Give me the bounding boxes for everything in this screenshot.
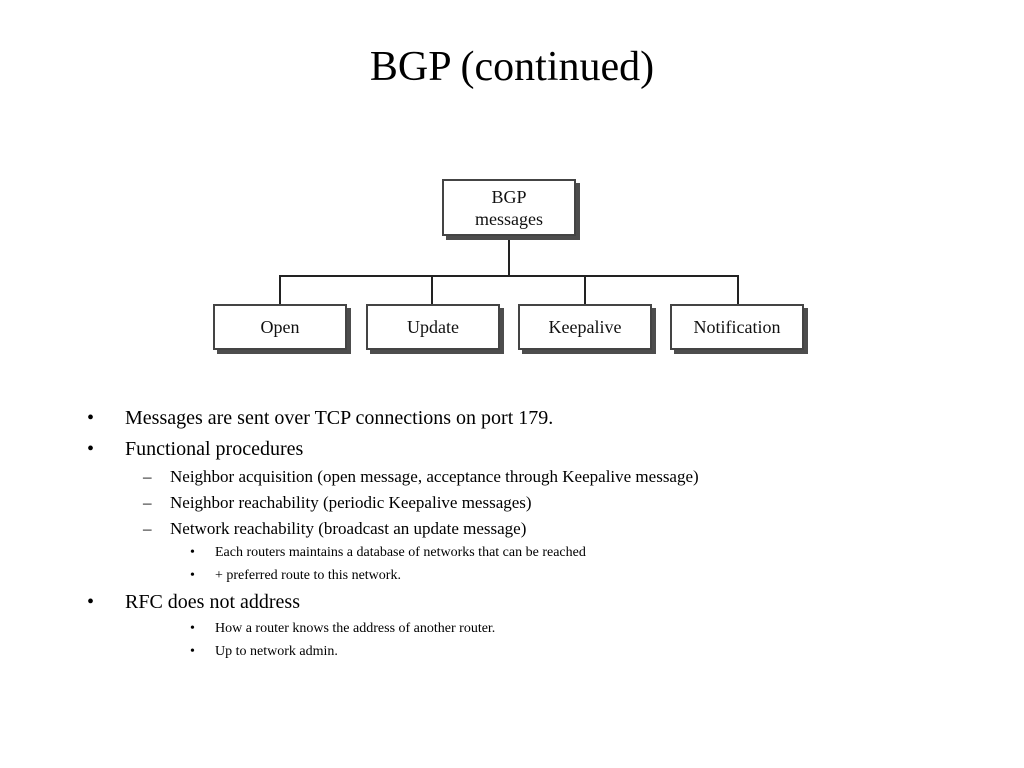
bullet-item-rfc: • RFC does not address: [87, 590, 300, 614]
bullet-text: RFC does not address: [125, 591, 300, 613]
dash-marker: –: [143, 519, 152, 538]
dash-marker: –: [143, 493, 152, 512]
bullet-marker: •: [87, 407, 95, 429]
sub-sub-bullet-network-admin: • Up to network admin.: [190, 643, 338, 661]
bullet-text: How a router knows the address of anothe…: [215, 621, 496, 636]
bullet-marker: •: [190, 545, 195, 560]
bullet-marker: •: [87, 591, 95, 613]
sub-bullet-neighbor-acquisition: –Neighbor acquisition (open message, acc…: [143, 466, 699, 487]
sub-bullet-neighbor-reachability: –Neighbor reachability (periodic Keepali…: [143, 492, 532, 513]
bullet-marker: •: [190, 621, 195, 636]
bullet-text: + preferred route to this network.: [215, 568, 401, 583]
sub-sub-bullet-router-address: • How a router knows the address of anoth…: [190, 620, 495, 638]
bullet-text: Functional procedures: [125, 438, 304, 460]
bullet-marker: •: [87, 438, 95, 460]
dash-marker: –: [143, 467, 152, 486]
bullet-text: Neighbor acquisition (open message, acce…: [170, 467, 699, 486]
bullet-text: Messages are sent over TCP connections o…: [125, 407, 554, 429]
slide-title: BGP (continued): [369, 44, 655, 90]
sub-sub-bullet-database: • Each routers maintains a database of ne…: [190, 544, 586, 562]
bullet-text: Up to network admin.: [215, 644, 338, 659]
bullet-item-functional-procedures: • Functional procedures: [87, 437, 303, 461]
sub-sub-bullet-preferred-route: • + preferred route to this network.: [190, 567, 401, 585]
bullet-marker: •: [190, 644, 195, 659]
bullet-text: Each routers maintains a database of net…: [215, 545, 586, 560]
bullet-text: Network reachability (broadcast an updat…: [170, 519, 527, 538]
bullet-item-tcp: • Messages are sent over TCP connections …: [87, 406, 553, 430]
bullet-text: Neighbor reachability (periodic Keepaliv…: [170, 493, 532, 512]
bullet-marker: •: [190, 568, 195, 583]
sub-bullet-network-reachability: –Network reachability (broadcast an upda…: [143, 518, 526, 539]
